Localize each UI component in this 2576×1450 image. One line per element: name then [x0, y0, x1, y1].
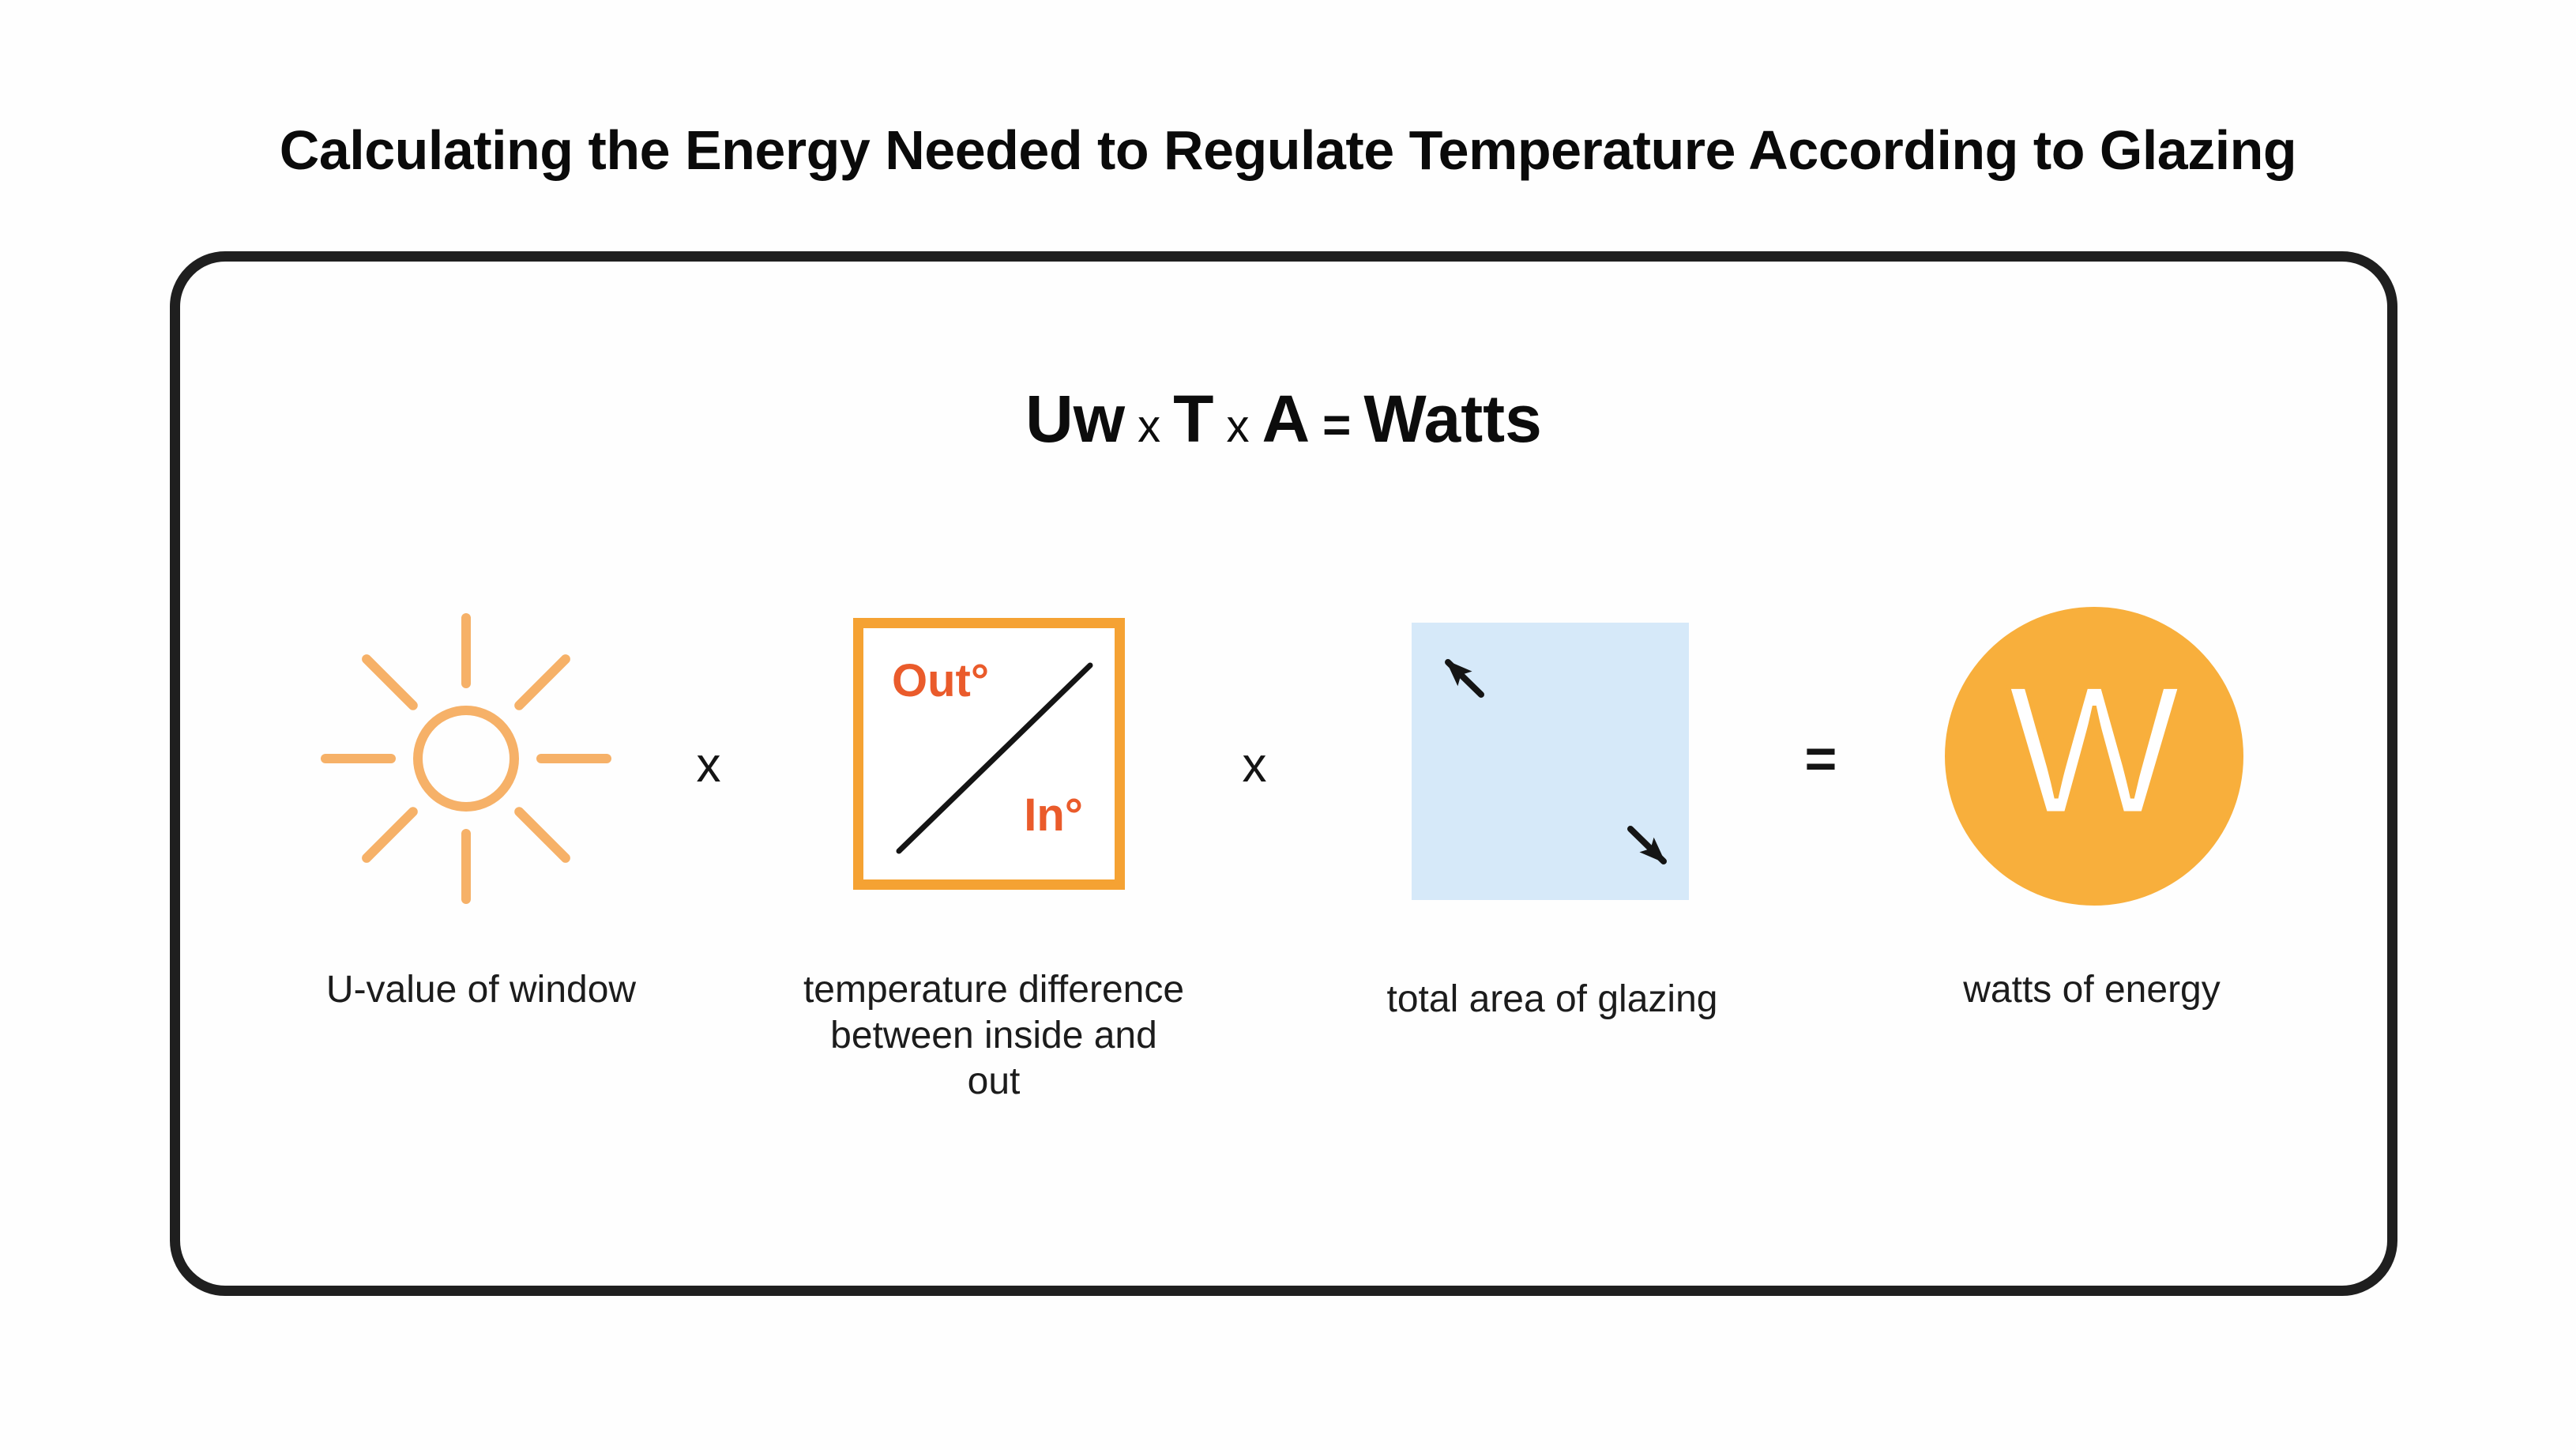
sun-ray	[362, 807, 418, 863]
multiply-operator-2: x	[1242, 738, 1267, 793]
sun-ray	[514, 807, 570, 863]
multiply-operator-1: x	[696, 738, 721, 793]
sun-ray	[514, 654, 570, 710]
diagonal-divider-line	[896, 662, 1093, 854]
watts-circle-icon: W	[1945, 607, 2243, 906]
caption-u-value: U-value of window	[325, 969, 637, 1011]
formula-term-a: A	[1262, 382, 1311, 456]
caption-temp-difference: temperature difference between inside an…	[803, 969, 1185, 1102]
sun-ray	[362, 654, 418, 710]
formula-operator-equals: =	[1322, 398, 1352, 453]
formula-term-watts: Watts	[1363, 382, 1542, 456]
caption-watts: watts of energy	[1963, 969, 2221, 1011]
caption-glazing-area: total area of glazing	[1386, 978, 1718, 1020]
sun-core-circle	[413, 706, 519, 812]
sun-icon	[320, 612, 612, 905]
watts-letter: W	[2006, 648, 2183, 853]
arrow-down-right-icon	[1627, 826, 1667, 864]
page-title: Calculating the Energy Needed to Regulat…	[279, 119, 2297, 181]
arrow-up-left-icon	[1445, 659, 1484, 698]
inside-temp-label: In°	[1024, 789, 1083, 841]
formula-term-t: T	[1173, 382, 1214, 456]
temperature-difference-icon: Out° In°	[853, 618, 1125, 890]
formula-term-uw: Uw	[1025, 382, 1126, 456]
equals-operator: =	[1804, 728, 1837, 789]
formula-operator-multiply-2: x	[1226, 401, 1250, 452]
formula-operator-multiply-1: x	[1138, 401, 1161, 452]
outside-temp-label: Out°	[892, 655, 990, 706]
glazing-area-icon	[1412, 623, 1689, 900]
